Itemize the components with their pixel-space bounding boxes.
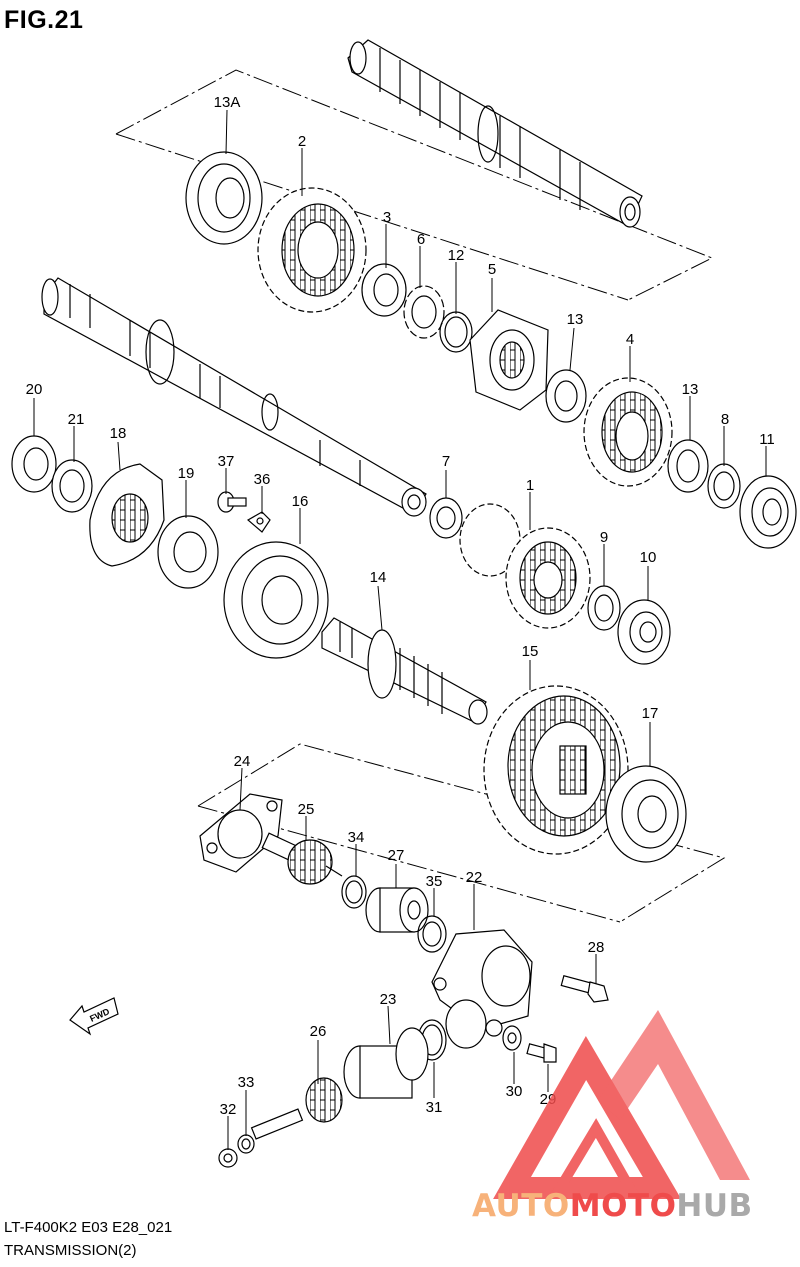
bearing-16 [223, 541, 329, 659]
bearing-13a [185, 151, 263, 245]
screw-37 [217, 491, 247, 513]
bushing-3 [361, 263, 407, 317]
washer-32 [218, 1148, 238, 1168]
leader-lines [33, 109, 767, 1150]
washer-9 [587, 585, 621, 631]
bearing-11 [739, 475, 797, 549]
callout-label: 13 [567, 311, 584, 328]
shaft-14 [321, 617, 488, 725]
watermark-word-moto: MOTO [570, 1188, 677, 1224]
o-ring-35 [417, 915, 447, 953]
watermark-word-hub: HUB [676, 1188, 752, 1224]
callout-label: 34 [348, 829, 365, 846]
gear-15 [483, 685, 629, 855]
countershaft [347, 39, 643, 228]
callout-label: 30 [506, 1083, 523, 1100]
callout-label: 22 [466, 869, 483, 886]
callout-label: 26 [310, 1023, 327, 1040]
callout-label: 3 [383, 209, 391, 226]
callout-label: 6 [417, 231, 425, 248]
bolt-28 [560, 975, 609, 1003]
callout-label: 9 [600, 529, 608, 546]
callout-label: 16 [292, 493, 309, 510]
callout-label: 31 [426, 1099, 443, 1116]
callout-label: 4 [626, 331, 634, 348]
svg-text:AUTOMOTOHUB: AUTOMOTOHUB [472, 1188, 753, 1224]
bearing-17 [605, 765, 687, 863]
model-code-caption: LT-F400K2 E03 E28_021 [4, 1219, 173, 1236]
circlip-12 [439, 311, 473, 353]
washer-30 [502, 1025, 522, 1051]
housing-22 [431, 929, 533, 1049]
callout-label: 21 [68, 411, 85, 428]
bearing-10 [617, 599, 671, 665]
bushing-23 [343, 1027, 429, 1099]
gasket-24 [199, 793, 283, 873]
stopper-36 [246, 511, 271, 533]
watermark-word-auto: AUTO [472, 1188, 570, 1224]
section-caption: TRANSMISSION(2) [4, 1242, 137, 1259]
watermark-text: AUTOMOTOHUB [472, 1188, 753, 1224]
bushing-27 [365, 887, 429, 933]
callout-label: 25 [298, 801, 315, 818]
part-callouts: 1 2 3 4 5 6 7 8 9 10 11 12 13 13 13A 14 … [26, 94, 775, 1118]
callout-label: 15 [522, 643, 539, 660]
washer-33 [237, 1134, 255, 1154]
callout-label: 7 [442, 453, 450, 470]
callout-label: 13 [682, 381, 699, 398]
washer-21 [51, 459, 93, 513]
callout-label: 17 [642, 705, 659, 722]
gear-18 [89, 463, 165, 567]
callout-label: 23 [380, 991, 397, 1008]
gear-25 [261, 832, 343, 885]
fwd-arrow-icon: FWD [69, 997, 119, 1036]
washer-6 [403, 285, 445, 339]
callout-label: 33 [238, 1074, 255, 1091]
callout-label: 12 [448, 247, 465, 264]
gear-5 [469, 309, 549, 411]
driveshaft [41, 277, 427, 517]
callout-label: 14 [370, 569, 387, 586]
callout-label: 13A [214, 94, 241, 111]
callout-label: 24 [234, 753, 251, 770]
callout-label: 32 [220, 1101, 237, 1118]
gear-26 [250, 1077, 343, 1140]
o-ring-34 [341, 875, 367, 909]
gear-1 [459, 503, 591, 629]
washer-7 [429, 497, 463, 539]
washer-19 [157, 515, 219, 589]
callout-label: 11 [759, 431, 775, 448]
bolt-29 [526, 1043, 557, 1063]
callout-label: 5 [488, 261, 496, 278]
callout-label: 2 [298, 133, 306, 150]
circlip-8 [707, 463, 741, 509]
callout-label: 36 [254, 471, 271, 488]
washer-13-lower [667, 439, 709, 493]
callout-label: 20 [26, 381, 43, 398]
washer-13-upper [545, 369, 587, 423]
reference-plane-top [115, 69, 714, 301]
gear-2 [257, 187, 367, 313]
callout-label: 1 [526, 477, 534, 494]
callout-label: 28 [588, 939, 605, 956]
callout-label: 35 [426, 873, 443, 890]
callout-label: 18 [110, 425, 127, 442]
figure-title: FIG.21 [4, 6, 84, 34]
callout-label: 10 [640, 549, 657, 566]
callout-label: 19 [178, 465, 195, 482]
gear-4 [583, 377, 673, 487]
oil-seal-20 [11, 435, 57, 493]
callout-label: 37 [218, 453, 235, 470]
callout-label: 27 [388, 847, 405, 864]
watermark-logo-icon [493, 1010, 750, 1199]
callout-label: 8 [721, 411, 729, 428]
